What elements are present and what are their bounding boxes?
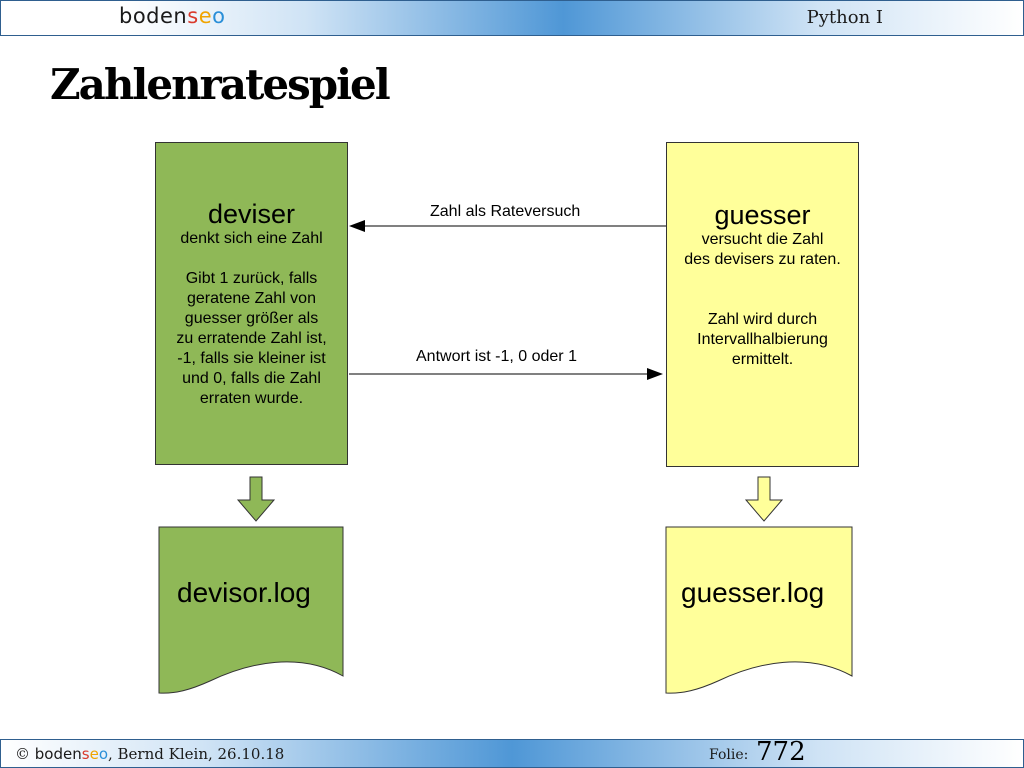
guesser-down-arrow xyxy=(744,476,784,522)
slide-title: Zahlenratespiel xyxy=(50,60,391,109)
deviser-down-arrow xyxy=(236,476,276,522)
guesser-log-label: guesser.log xyxy=(681,577,825,608)
guesser-line: ermittelt. xyxy=(731,351,794,368)
deviser-line: erraten wurde. xyxy=(199,390,304,407)
guesser-name: guesser xyxy=(714,200,811,230)
course-title: Python I xyxy=(806,7,883,28)
deviser-log-label: devisor.log xyxy=(177,577,311,608)
guesser-line xyxy=(667,270,858,290)
copyright-symbol: © xyxy=(15,745,30,763)
deviser-line xyxy=(156,249,347,269)
deviser-line: zu erratende Zahl ist, xyxy=(176,330,327,347)
footer-logo: bodenseo xyxy=(34,745,108,763)
guesser-box: guesser versucht die Zahl des devisers z… xyxy=(666,142,859,467)
folie-number: 772 xyxy=(756,737,806,767)
deviser-line: geratene Zahl von xyxy=(187,290,316,307)
guess-arrowhead xyxy=(349,220,365,232)
footer-credit: © bodenseo, Bernd Klein, 26.10.18 xyxy=(15,745,284,763)
guesser-log-document xyxy=(665,526,853,694)
guesser-line: Intervallhalbierung xyxy=(697,331,828,348)
guesser-line xyxy=(667,290,858,310)
author-date: , Bernd Klein, 26.10.18 xyxy=(108,745,285,763)
deviser-line: denkt sich eine Zahl xyxy=(180,230,323,247)
deviser-line: -1, falls sie kleiner ist xyxy=(177,350,326,367)
guesser-line: des devisers zu raten. xyxy=(684,251,841,268)
answer-arrow-label: Antwort ist -1, 0 oder 1 xyxy=(416,348,577,365)
deviser-name: deviser xyxy=(207,199,296,229)
guess-arrow-label: Zahl als Rateversuch xyxy=(430,203,581,220)
header-bar: bodenseo Python I xyxy=(0,0,1024,36)
deviser-line: und 0, falls die Zahl xyxy=(182,370,321,387)
bodenseo-logo: bodenseo xyxy=(119,4,226,28)
deviser-line: Gibt 1 zurück, falls xyxy=(185,270,318,287)
guesser-line: Zahl wird durch xyxy=(707,311,818,328)
folie-label: Folie: xyxy=(709,747,749,763)
deviser-box: deviser denkt sich eine Zahl Gibt 1 zurü… xyxy=(155,142,348,465)
guesser-line: versucht die Zahl xyxy=(701,231,824,248)
answer-arrowhead xyxy=(647,368,663,380)
footer-bar: © bodenseo, Bernd Klein, 26.10.18 Folie:… xyxy=(0,737,1024,768)
deviser-log-document xyxy=(158,526,344,694)
deviser-line: guesser größer als xyxy=(184,310,319,327)
